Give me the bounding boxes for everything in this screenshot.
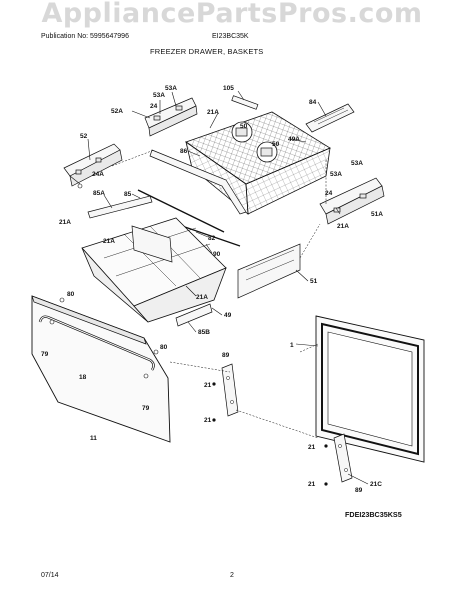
drawer-handle-18 [38,315,155,371]
callout-89: 89 [222,352,230,359]
callout-49a: 49A [288,136,300,143]
mounting-bracket-89-upper [221,363,239,417]
callout-79: 79 [41,351,49,358]
basket-clip-105 [231,95,259,110]
clip-50-left [231,121,253,143]
bin-support-85b [175,303,213,327]
callout-21a: 21A [337,223,349,230]
screws-79-80 [49,297,159,379]
callout-85: 85 [124,191,132,198]
front-trim-86 [149,149,247,215]
callout-1: 1 [290,342,294,349]
callout-53a: 53A [330,171,342,178]
callout-79: 79 [142,405,150,412]
callout-21: 21 [308,481,316,488]
freezer-bin-49 [81,217,227,323]
callout-86: 86 [180,148,188,155]
callout-21a: 21A [196,294,208,301]
callout-21: 21 [204,417,212,424]
callout-82: 82 [208,235,216,242]
callout-24: 24 [150,103,158,110]
watermark: AppliancePartsPros.com [41,0,423,29]
callout-85b: 85B [198,329,210,336]
screws-21 [212,382,328,486]
assembly-guide-lines [111,149,327,439]
mounting-bracket-89-lower [333,433,353,483]
callout-21: 21 [308,444,316,451]
callout-90: 90 [213,251,221,258]
callout-53a: 53A [165,85,177,92]
callout-21c: 21C [370,481,382,488]
callout-51a: 51A [371,211,383,218]
callout-21a: 21A [207,109,219,116]
publication-number: Publication No: 5995647996 [41,33,129,40]
callout-21a: 21A [59,219,71,226]
callout-53a: 53A [153,92,165,99]
callout-89: 89 [355,487,363,494]
leader-lines [69,90,369,485]
callout-49: 49 [224,312,232,319]
upper-slide-bracket-left [144,97,198,137]
cross-bar-85 [137,189,225,233]
callout-labels: 52A 24 53A 53A 21A 105 84 50 50 49A 86 5… [41,85,383,494]
callout-80: 80 [160,344,168,351]
diagram-code: FDEI23BC35KS5 [345,510,402,519]
callout-21: 21 [204,382,212,389]
callout-24: 24 [325,190,333,197]
page-number: 2 [230,572,234,579]
section-title: FREEZER DRAWER, BASKETS [150,47,264,56]
divider-82 [131,225,173,263]
callout-84: 84 [309,99,317,106]
page-date: 07/14 [41,572,59,579]
callout-52: 52 [80,133,88,140]
slide-rail-left-52 [63,143,123,187]
slide-rail-right-51a [319,177,385,225]
callout-50: 50 [240,123,248,130]
screw-24a [77,183,83,189]
divider-84 [305,103,355,133]
callout-105: 105 [223,85,234,92]
callout-18: 18 [79,374,87,381]
callout-11: 11 [90,435,97,442]
clip-50-right [256,141,278,163]
callout-50: 50 [272,141,280,148]
drawer-front-panel [31,295,171,443]
callout-85a: 85A [93,190,105,197]
callout-51: 51 [310,278,318,285]
callout-21a: 21A [103,238,115,245]
callout-53a: 53A [351,160,363,167]
model-number: EI23BC35K [212,33,249,40]
callout-80: 80 [67,291,75,298]
center-bracket-51 [237,243,301,299]
callout-24a: 24A [92,171,104,178]
door-frame-1 [315,315,425,463]
cross-bar-85a [87,195,153,219]
callout-52a: 52A [111,108,123,115]
